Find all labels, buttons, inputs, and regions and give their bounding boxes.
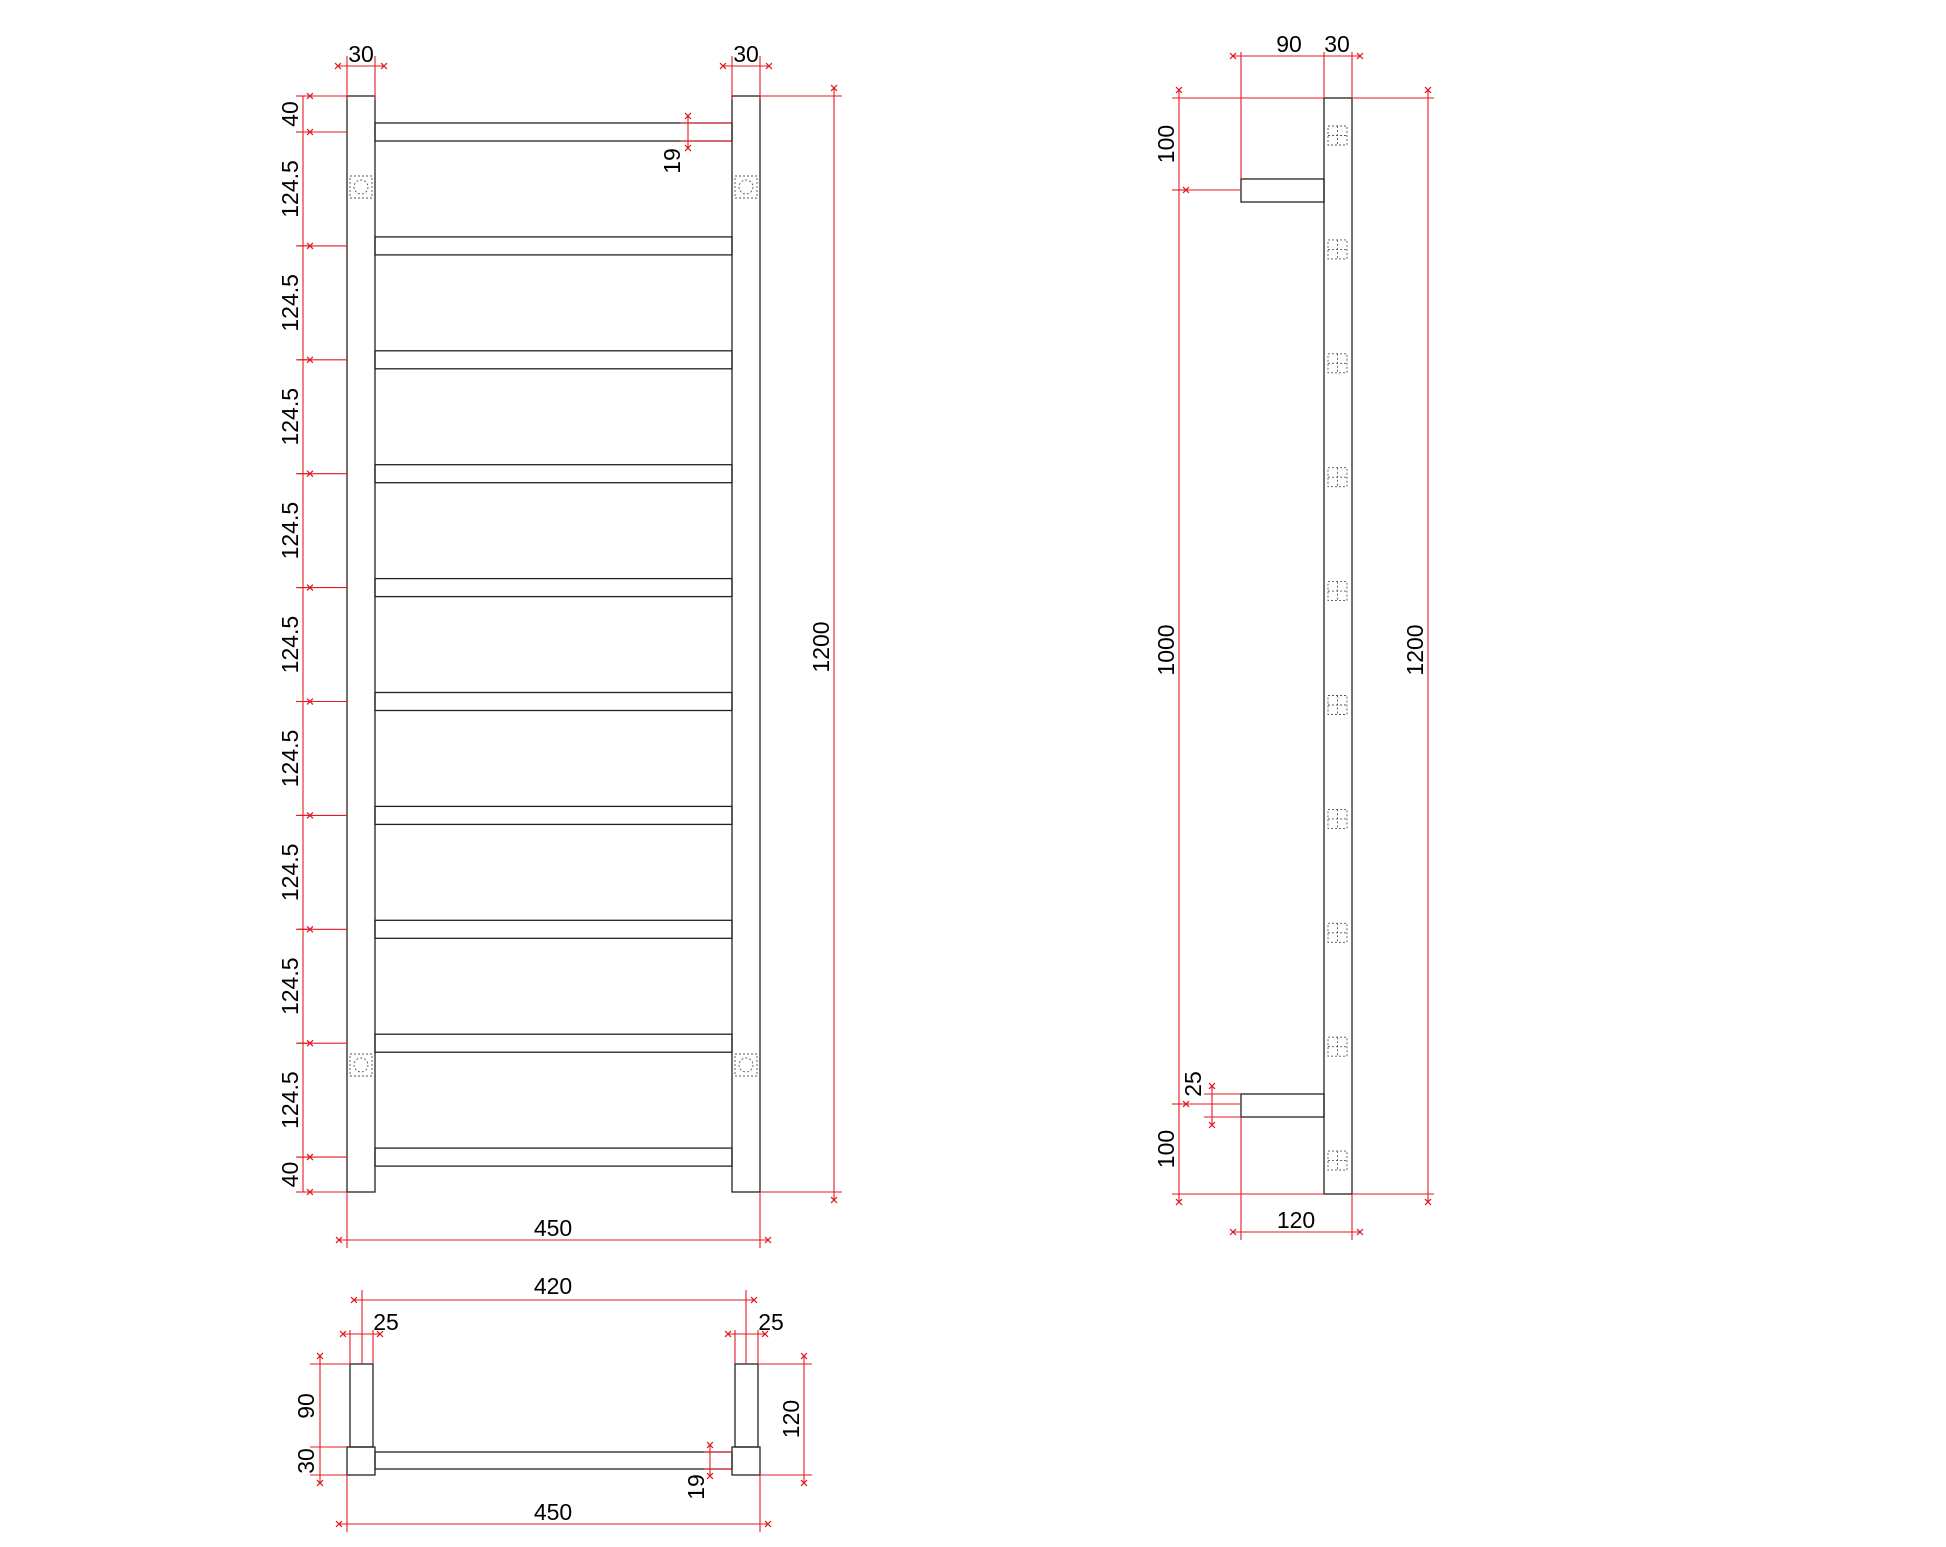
plan-inner-width: 420 xyxy=(534,1273,572,1299)
front-crossbar xyxy=(374,350,733,370)
plan-width-dim: 450 xyxy=(335,1475,772,1532)
front-left-dim-label: 40 xyxy=(277,101,303,127)
front-left-dim-label: 124.5 xyxy=(277,160,303,218)
front-height: 1200 xyxy=(808,621,834,672)
front-bar-thickness: 19 xyxy=(659,148,685,174)
mount-bracket-icon xyxy=(349,175,373,199)
front-crossbar xyxy=(374,236,733,256)
front-top-left-width: 30 xyxy=(348,41,374,67)
side-top-offset: 100 xyxy=(1153,125,1179,163)
mount-bracket-icon xyxy=(738,1057,754,1073)
mount-bracket-icon xyxy=(734,175,758,199)
front-crossbar xyxy=(374,919,733,939)
plan-right-post xyxy=(734,1363,759,1448)
side-height: 1200 xyxy=(1402,624,1428,675)
side-mount-brackets xyxy=(1327,125,1348,1171)
mount-bracket-icon xyxy=(353,179,369,195)
side-bottom-arm xyxy=(1240,1093,1325,1118)
side-rail xyxy=(1323,97,1353,1195)
side-left-dims: 100 1000 100 xyxy=(1153,86,1324,1206)
side-top-dims: 90 30 xyxy=(1229,31,1364,179)
plan-depth: 90 xyxy=(293,1393,319,1419)
front-left-dim-label: 124.5 xyxy=(277,957,303,1015)
front-left-dim-label: 40 xyxy=(277,1162,303,1188)
mount-bracket-icon xyxy=(349,1053,373,1077)
plan-right-foot xyxy=(731,1446,761,1476)
plan-right-post-width: 25 xyxy=(758,1309,784,1335)
side-bottom-offset: 100 xyxy=(1153,1130,1179,1168)
side-span: 1000 xyxy=(1153,624,1179,675)
side-rail-width: 30 xyxy=(1324,31,1350,57)
front-bar-thickness-dim: 19 xyxy=(659,112,732,174)
front-right-post xyxy=(731,95,761,1193)
front-crossbar xyxy=(374,805,733,826)
side-total-depth-dim: 120 xyxy=(1229,1117,1364,1240)
front-left-dim-label: 124.5 xyxy=(277,388,303,446)
front-view: 30 30 40 124.5 124.5 124.5 124.5 124.5 124.5 12… xyxy=(277,41,842,1248)
front-crossbars xyxy=(374,122,733,1167)
front-top-dims: 30 30 xyxy=(334,41,773,100)
front-crossbar xyxy=(374,122,733,142)
plan-left-dims: 90 30 xyxy=(293,1352,350,1487)
plan-right-dims: 120 xyxy=(758,1352,812,1487)
plan-rail: 30 xyxy=(293,1448,319,1474)
front-left-dim-label: 124.5 xyxy=(277,844,303,902)
side-view: 90 30 100 1000 100 25 1200 120 xyxy=(1153,31,1434,1240)
front-width-dim: 450 xyxy=(335,1192,772,1248)
front-crossbar xyxy=(374,1033,733,1053)
front-crossbar xyxy=(374,577,733,598)
front-left-dim-label: 124.5 xyxy=(277,1071,303,1129)
plan-left-foot xyxy=(346,1446,376,1476)
side-bottom-bar-dim: 25 xyxy=(1180,1071,1241,1129)
side-top-arm xyxy=(1240,178,1325,203)
plan-width: 450 xyxy=(534,1499,572,1525)
front-left-dim-label: 124.5 xyxy=(277,274,303,332)
plan-bar-thickness-dim: 19 xyxy=(683,1441,732,1500)
side-bottom-bar: 25 xyxy=(1180,1071,1206,1097)
plan-left-post-width: 25 xyxy=(373,1309,399,1335)
front-mount-brackets xyxy=(349,175,758,1077)
plan-view: 420 25 25 90 30 120 19 450 xyxy=(293,1273,812,1532)
front-left-dim-label: 124.5 xyxy=(277,616,303,674)
front-top-right-width: 30 xyxy=(733,41,759,67)
front-width: 450 xyxy=(534,1215,572,1241)
side-height-dim: 1200 xyxy=(1352,86,1434,1206)
plan-left-post xyxy=(349,1363,374,1448)
front-crossbar xyxy=(374,1147,733,1167)
side-depth-top: 90 xyxy=(1276,31,1302,57)
mount-bracket-icon xyxy=(353,1057,369,1073)
front-crossbar xyxy=(374,691,733,712)
front-crossbar xyxy=(374,464,733,484)
mount-bracket-icon xyxy=(738,179,754,195)
plan-bar-thickness: 19 xyxy=(683,1474,709,1500)
plan-total-depth: 120 xyxy=(778,1400,804,1438)
plan-top-dims: 420 25 25 xyxy=(339,1273,784,1364)
front-left-dimension-chain: 40 124.5 124.5 124.5 124.5 124.5 124.5 124.5 124… xyxy=(277,92,347,1196)
front-left-dim-label: 124.5 xyxy=(277,502,303,560)
front-left-post xyxy=(346,95,376,1193)
front-height-dim: 1200 xyxy=(760,84,842,1204)
side-total-depth: 120 xyxy=(1277,1207,1315,1233)
mount-bracket-icon xyxy=(734,1053,758,1077)
plan-crossbar xyxy=(374,1451,733,1470)
front-left-dim-label: 124.5 xyxy=(277,730,303,788)
